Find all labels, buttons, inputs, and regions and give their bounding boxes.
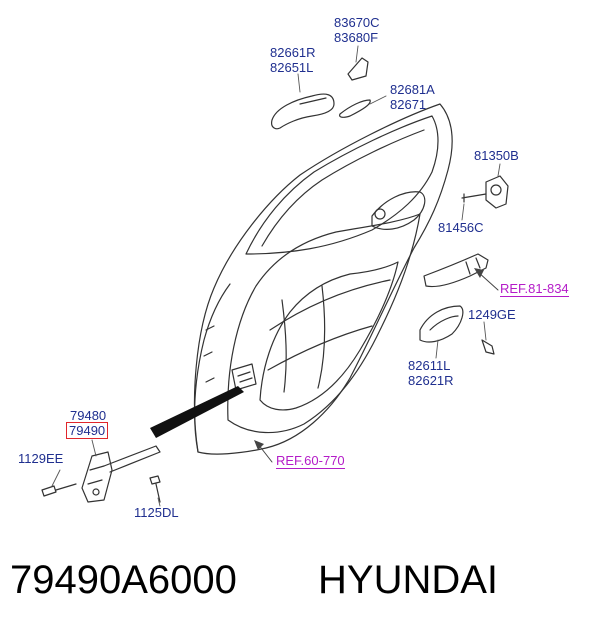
handle-recess (371, 191, 426, 230)
door-latch (485, 175, 509, 209)
label-82621r: 82621R (408, 373, 454, 388)
parts-diagram: 83670C 83680F 82661R 82651L 82681A 82671… (18, 15, 569, 520)
outside-handle (271, 93, 335, 130)
label-82681a: 82681A (390, 82, 435, 97)
reference-81-834: REF.81-834 (500, 281, 569, 297)
label-79480: 79480 (70, 408, 107, 423)
door-hinge-edge (194, 283, 231, 453)
part-number: 79490A6000 (10, 558, 237, 602)
door-outer-panel (193, 103, 453, 455)
checker-mount (231, 363, 257, 391)
handle-pad (339, 99, 371, 118)
label-82651l: 82651L (270, 60, 314, 75)
inner-rib-2 (267, 325, 373, 371)
label-82671: 82671 (390, 97, 427, 112)
reference-60-770: REF.60-770 (276, 453, 345, 469)
handle-bolt (481, 339, 495, 355)
door-checker (81, 451, 113, 503)
label-83670c: 83670C (334, 15, 380, 30)
label-81350b: 81350B (474, 148, 519, 163)
latch-cable (423, 253, 489, 288)
handle-cover (347, 57, 369, 81)
checker-strap (150, 386, 244, 438)
label-1129ee: 1129EE (18, 451, 64, 466)
door-drawing (41, 45, 509, 507)
label-81456c: 81456C (438, 220, 484, 235)
label-1125dl: 1125DL (134, 505, 179, 520)
label-83680f: 83680F (334, 30, 379, 45)
label-79490-highlighted: 79490 (66, 422, 109, 439)
checker-bolt-left (41, 485, 57, 497)
inner-rib-4 (317, 285, 326, 389)
label-82661r: 82661R (270, 45, 316, 60)
label-1249ge: 1249GE (468, 307, 516, 322)
inner-rib-1 (269, 279, 391, 331)
inner-rib-3 (281, 299, 287, 393)
brand-name: HYUNDAI (318, 558, 499, 602)
window-inner (261, 129, 425, 247)
inside-handle (419, 305, 464, 343)
inner-cutout (259, 261, 399, 411)
latch-screw (461, 193, 475, 203)
label-82611l: 82611L (408, 358, 451, 373)
inner-shell (227, 213, 421, 434)
window-frame (245, 115, 439, 255)
checker-bolt-bottom (149, 475, 161, 485)
